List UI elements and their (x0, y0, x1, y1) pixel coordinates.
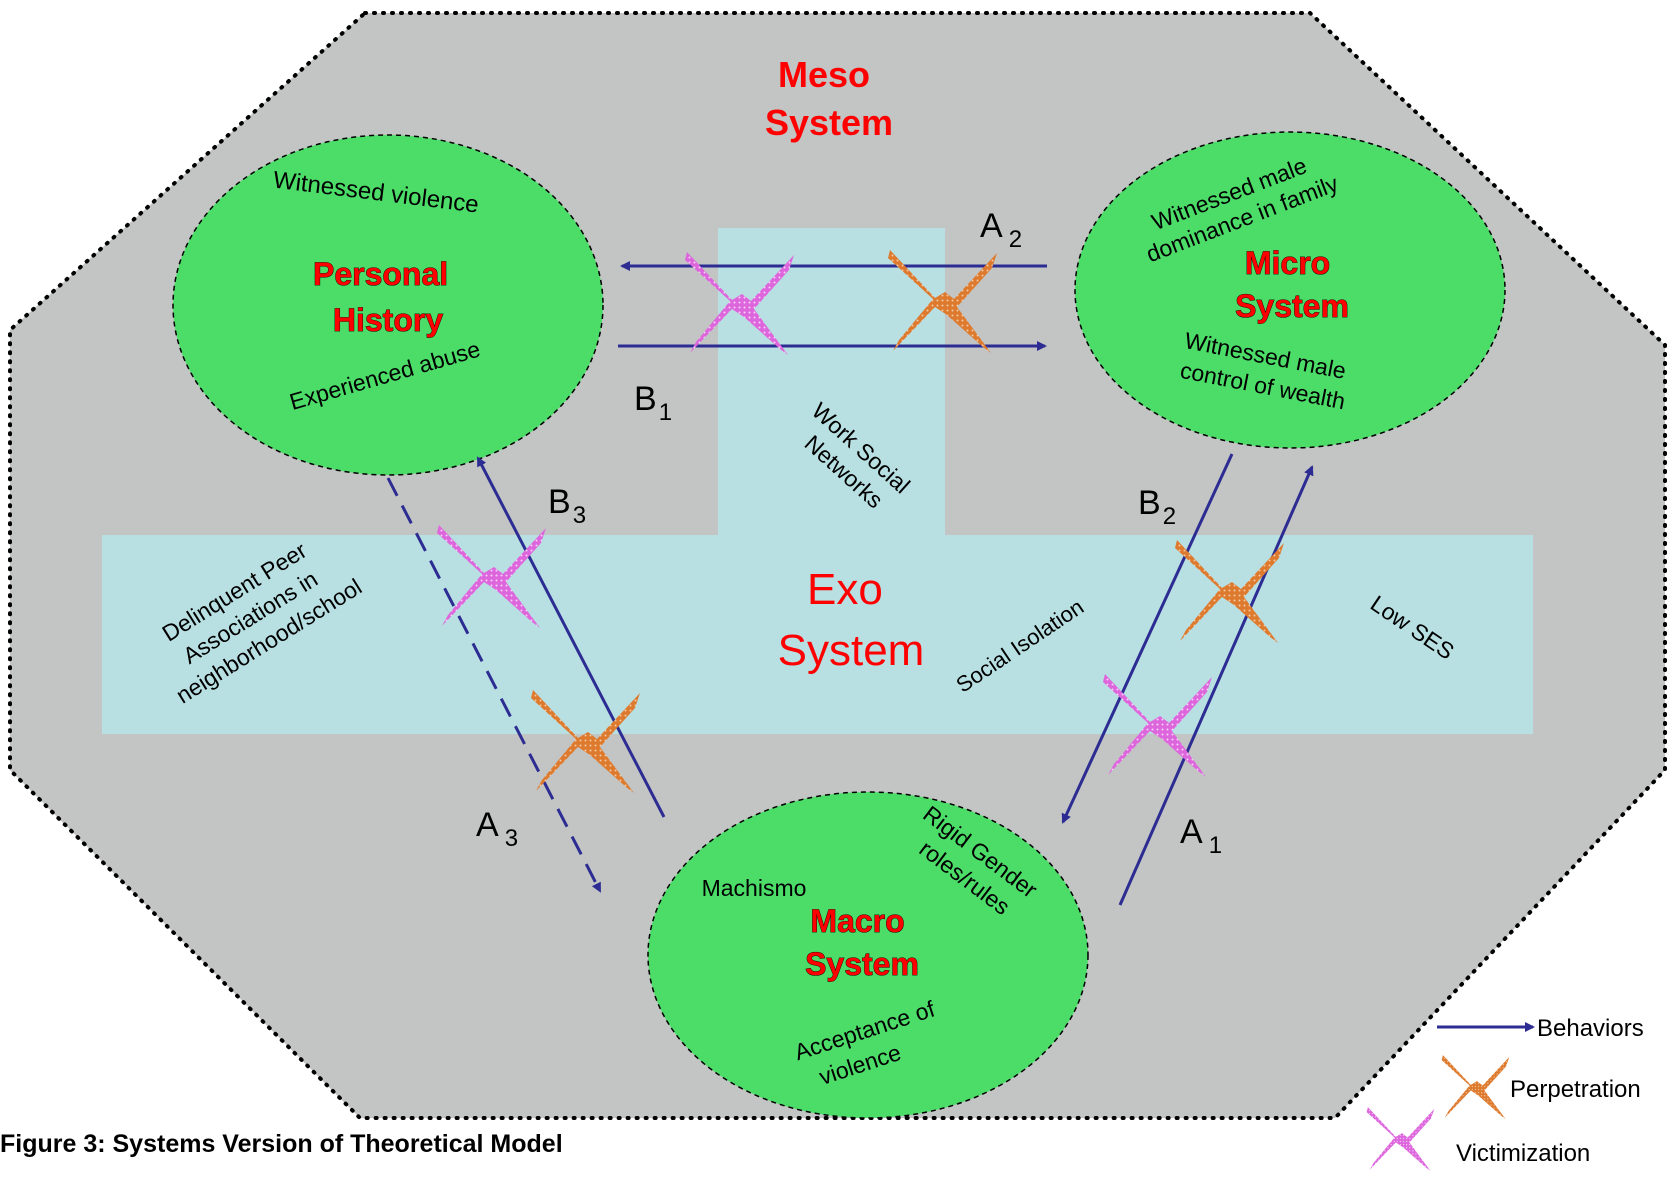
arrow-a1-to-micro (1118, 465, 1314, 906)
exo-system-region (102, 228, 1533, 734)
path-label-b2: B2 (1138, 484, 1176, 530)
perpetration-marker (1175, 540, 1284, 643)
victimization-marker (1103, 674, 1212, 777)
macro-system-circle (647, 791, 1089, 1119)
perpetration-marker (888, 250, 997, 353)
personal-history-title: Personal History (313, 256, 457, 338)
factor-machismo: Machismo (702, 875, 807, 901)
micro-system-title: Micro System (1235, 245, 1349, 324)
arrow-a3-to-macro-dashed (386, 477, 602, 893)
perpetration-marker (531, 690, 640, 793)
figure-caption: Figure 3: Systems Version of Theoretical… (0, 1130, 563, 1158)
macro-system-title: Macro System (805, 903, 919, 982)
victimization-marker (437, 525, 546, 628)
arrow-b2-to-macro (1061, 453, 1234, 824)
arrow-b3-to-personal (476, 456, 666, 818)
legend-victimization-label: Victimization (1456, 1140, 1590, 1167)
path-label-b3: B3 (548, 483, 586, 529)
meso-system-title: Meso System (765, 54, 893, 143)
personal-history-circle (172, 134, 604, 476)
legend: Behaviors Perpetration Victimization (1366, 1015, 1644, 1171)
victimization-marker (685, 252, 794, 355)
exo-system-title: Exo System (778, 565, 925, 675)
legend-victimization-icon (1366, 1107, 1435, 1171)
legend-perpetration-label: Perpetration (1510, 1076, 1641, 1103)
legend-behaviors-label: Behaviors (1537, 1015, 1644, 1042)
legend-perpetration-icon (1441, 1055, 1510, 1119)
micro-system-circle (1074, 131, 1506, 449)
path-label-b1: B1 (634, 380, 672, 426)
